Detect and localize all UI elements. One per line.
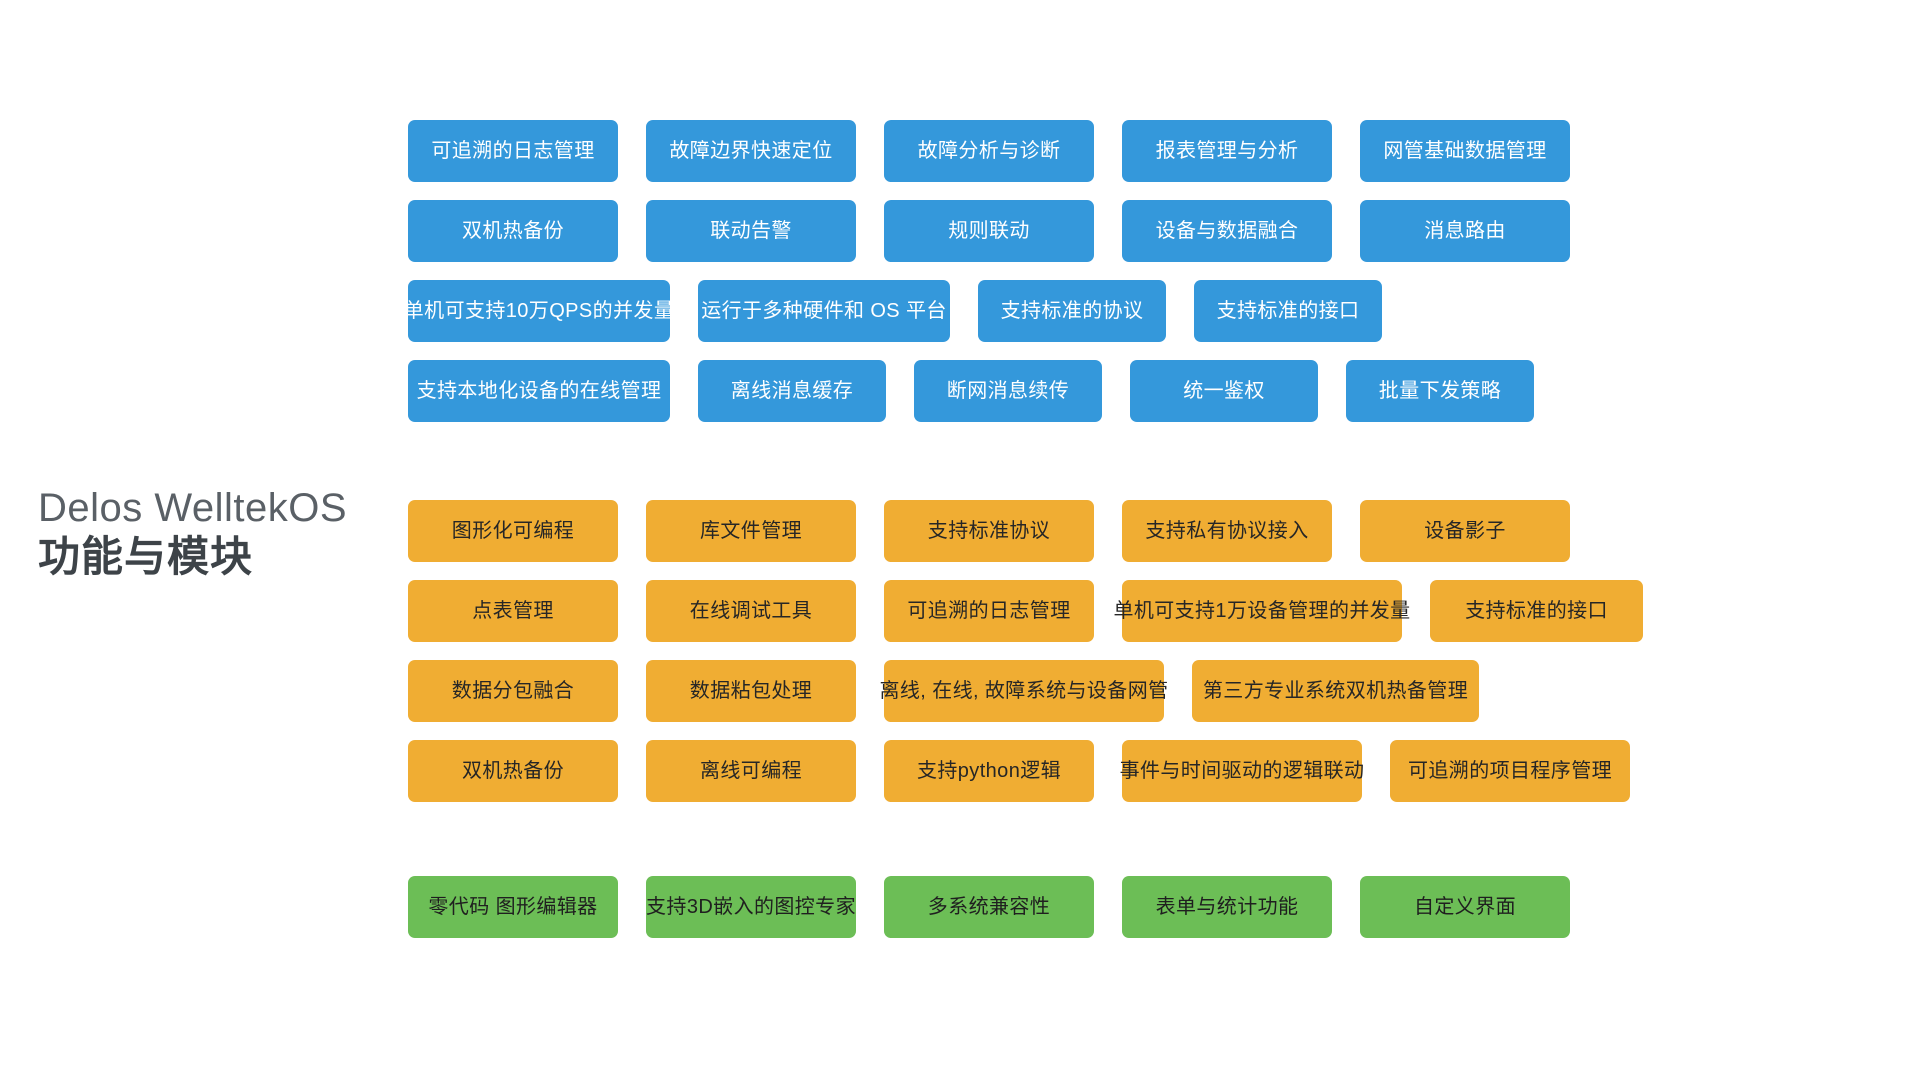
feature-group-edge-group: 图形化可编程库文件管理支持标准协议支持私有协议接入设备影子点表管理在线调试工具可… bbox=[408, 500, 1878, 802]
feature-chip[interactable]: 双机热备份 bbox=[408, 200, 618, 262]
feature-chip[interactable]: 第三方专业系统双机热备管理 bbox=[1192, 660, 1479, 722]
feature-chip[interactable]: 数据分包融合 bbox=[408, 660, 618, 722]
feature-row: 支持本地化设备的在线管理离线消息缓存断网消息续传统一鉴权批量下发策略 bbox=[408, 360, 1878, 422]
feature-chip[interactable]: 双机热备份 bbox=[408, 740, 618, 802]
feature-row: 可追溯的日志管理故障边界快速定位故障分析与诊断报表管理与分析网管基础数据管理 bbox=[408, 120, 1878, 182]
feature-row: 数据分包融合数据粘包处理离线, 在线, 故障系统与设备网管第三方专业系统双机热备… bbox=[408, 660, 1878, 722]
feature-chip[interactable]: 故障分析与诊断 bbox=[884, 120, 1094, 182]
feature-group-hmi-group: 零代码 图形编辑器支持3D嵌入的图控专家多系统兼容性表单与统计功能自定义界面 bbox=[408, 876, 1878, 938]
feature-chip[interactable]: 统一鉴权 bbox=[1130, 360, 1318, 422]
feature-chip[interactable]: 单机可支持10万QPS的并发量 bbox=[404, 280, 674, 342]
feature-chip[interactable]: 报表管理与分析 bbox=[1122, 120, 1332, 182]
feature-chip[interactable]: 支持标准协议 bbox=[884, 500, 1094, 562]
feature-chip[interactable]: 设备与数据融合 bbox=[1122, 200, 1332, 262]
feature-chip[interactable]: 事件与时间驱动的逻辑联动 bbox=[1120, 740, 1364, 802]
feature-row: 零代码 图形编辑器支持3D嵌入的图控专家多系统兼容性表单与统计功能自定义界面 bbox=[408, 876, 1878, 938]
feature-chip[interactable]: 可追溯的项目程序管理 bbox=[1390, 740, 1630, 802]
feature-chip[interactable]: 支持标准的协议 bbox=[978, 280, 1166, 342]
feature-chip[interactable]: 可追溯的日志管理 bbox=[884, 580, 1094, 642]
feature-chip[interactable]: 运行于多种硬件和 OS 平台 bbox=[698, 280, 950, 342]
feature-row: 点表管理在线调试工具可追溯的日志管理单机可支持1万设备管理的并发量支持标准的接口 bbox=[408, 580, 1878, 642]
feature-chip[interactable]: 批量下发策略 bbox=[1346, 360, 1534, 422]
feature-chip[interactable]: 离线消息缓存 bbox=[698, 360, 886, 422]
feature-chip[interactable]: 数据粘包处理 bbox=[646, 660, 856, 722]
title-block: Delos WelltekOS 功能与模块 bbox=[38, 486, 398, 582]
feature-chip[interactable]: 支持本地化设备的在线管理 bbox=[408, 360, 670, 422]
group-spacer bbox=[408, 440, 1878, 500]
feature-chip[interactable]: 零代码 图形编辑器 bbox=[408, 876, 618, 938]
feature-chip[interactable]: 支持标准的接口 bbox=[1430, 580, 1643, 642]
feature-chip[interactable]: 表单与统计功能 bbox=[1122, 876, 1332, 938]
feature-chip[interactable]: 断网消息续传 bbox=[914, 360, 1102, 422]
feature-row: 双机热备份离线可编程支持python逻辑事件与时间驱动的逻辑联动可追溯的项目程序… bbox=[408, 740, 1878, 802]
feature-row: 双机热备份联动告警规则联动设备与数据融合消息路由 bbox=[408, 200, 1878, 262]
feature-row: 单机可支持10万QPS的并发量运行于多种硬件和 OS 平台支持标准的协议支持标准… bbox=[404, 280, 1878, 342]
feature-grid: 可追溯的日志管理故障边界快速定位故障分析与诊断报表管理与分析网管基础数据管理双机… bbox=[404, 120, 1878, 956]
group-spacer bbox=[408, 820, 1878, 876]
feature-chip[interactable]: 支持3D嵌入的图控专家 bbox=[646, 876, 856, 938]
feature-chip[interactable]: 多系统兼容性 bbox=[884, 876, 1094, 938]
page-title-chinese: 功能与模块 bbox=[38, 533, 254, 581]
feature-chip[interactable]: 设备影子 bbox=[1360, 500, 1570, 562]
feature-row: 图形化可编程库文件管理支持标准协议支持私有协议接入设备影子 bbox=[408, 500, 1878, 562]
feature-chip[interactable]: 故障边界快速定位 bbox=[646, 120, 856, 182]
feature-chip[interactable]: 单机可支持1万设备管理的并发量 bbox=[1113, 580, 1410, 642]
feature-chip[interactable]: 支持私有协议接入 bbox=[1122, 500, 1332, 562]
feature-chip[interactable]: 支持python逻辑 bbox=[884, 740, 1094, 802]
feature-chip[interactable]: 离线, 在线, 故障系统与设备网管 bbox=[879, 660, 1168, 722]
feature-chip[interactable]: 图形化可编程 bbox=[408, 500, 618, 562]
feature-chip[interactable]: 可追溯的日志管理 bbox=[408, 120, 618, 182]
feature-group-platform-group: 可追溯的日志管理故障边界快速定位故障分析与诊断报表管理与分析网管基础数据管理双机… bbox=[404, 120, 1878, 422]
feature-chip[interactable]: 在线调试工具 bbox=[646, 580, 856, 642]
feature-chip[interactable]: 库文件管理 bbox=[646, 500, 856, 562]
feature-chip[interactable]: 自定义界面 bbox=[1360, 876, 1570, 938]
feature-chip[interactable]: 离线可编程 bbox=[646, 740, 856, 802]
page-title-english: Delos WelltekOS bbox=[38, 486, 348, 530]
feature-chip[interactable]: 规则联动 bbox=[884, 200, 1094, 262]
feature-chip[interactable]: 点表管理 bbox=[408, 580, 618, 642]
feature-chip[interactable]: 联动告警 bbox=[646, 200, 856, 262]
feature-chip[interactable]: 网管基础数据管理 bbox=[1360, 120, 1570, 182]
feature-chip[interactable]: 支持标准的接口 bbox=[1194, 280, 1382, 342]
feature-chip[interactable]: 消息路由 bbox=[1360, 200, 1570, 262]
